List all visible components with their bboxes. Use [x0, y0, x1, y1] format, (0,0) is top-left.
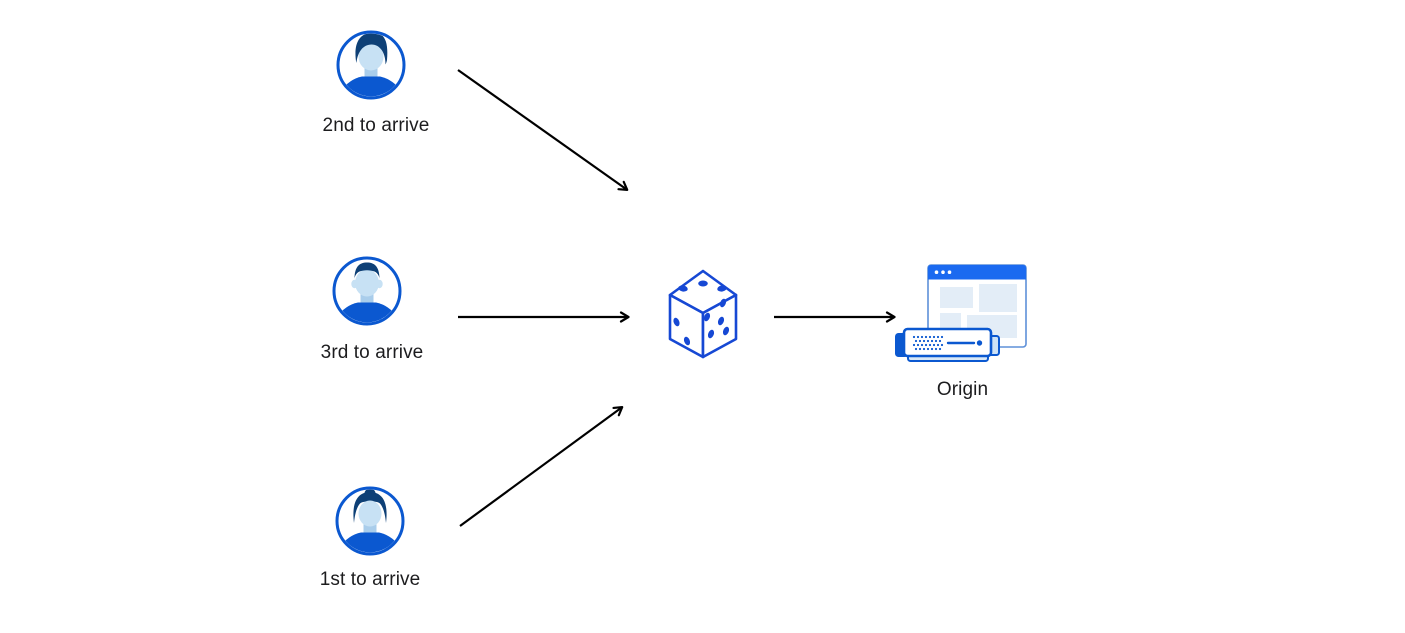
- client-node-2nd: 2nd to arrive: [323, 29, 429, 136]
- origin-label: Origin: [936, 379, 989, 400]
- arrow-client2-to-dice: [457, 69, 629, 191]
- avatar-male-shorthair-icon: [332, 256, 402, 326]
- dice-icon: [668, 269, 738, 359]
- client-label-1st: 1st to arrive: [319, 569, 421, 590]
- client-label-3rd: 3rd to arrive: [320, 342, 424, 363]
- client-label-2nd: 2nd to arrive: [322, 115, 430, 136]
- origin-server-icon: [895, 264, 1027, 362]
- origin-node: Origin: [895, 258, 1030, 400]
- avatar-female-icon: [335, 486, 405, 556]
- router-node: [668, 265, 738, 363]
- avatar-male-pompadour-icon: [336, 30, 406, 100]
- server-vent-dots: [912, 335, 944, 351]
- client-node-3rd: 3rd to arrive: [321, 255, 423, 363]
- arrow-client1-to-dice: [459, 406, 624, 527]
- client-node-1st: 1st to arrive: [320, 485, 420, 590]
